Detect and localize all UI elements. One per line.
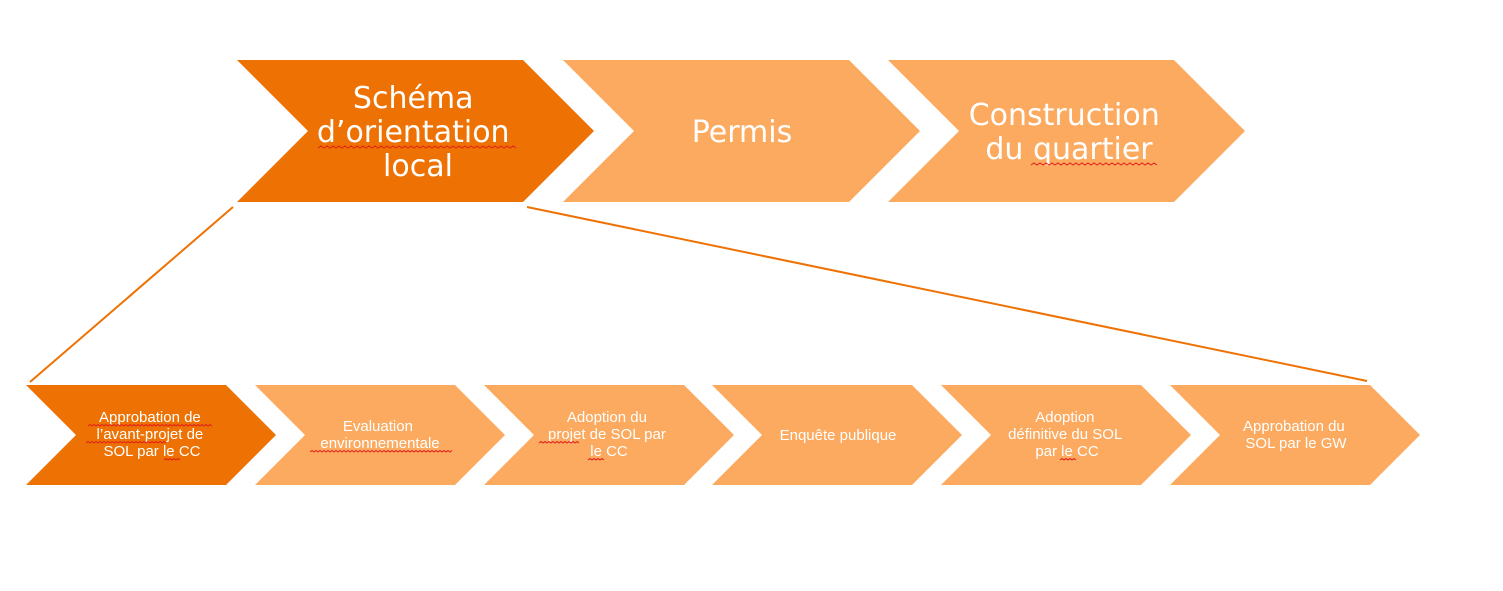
spellcheck-underline: [317, 145, 517, 149]
sub-step-arrow: [941, 385, 1191, 485]
sub-step-label: Evaluation environnementale: [320, 418, 439, 452]
sub-step-approbation-gw: Approbation du SOL par le GW: [1170, 385, 1420, 485]
main-step-label: Construction du quartier: [969, 98, 1170, 167]
spellcheck-underline: [85, 440, 167, 444]
main-step-construction-quartier: Construction du quartier: [888, 60, 1245, 202]
main-step-label: Permis: [692, 115, 792, 150]
sub-step-enquete-publique: Enquête publique: [712, 385, 962, 485]
main-step-schema-orientation-local: Schéma d’orientation local: [237, 60, 594, 202]
spellcheck-underline: [309, 449, 453, 453]
sub-step-evaluation-environnementale: Evaluation environnementale: [255, 385, 505, 485]
sub-step-arrow: [255, 385, 505, 485]
main-step-label: Schéma d’orientation local: [317, 81, 519, 184]
sub-step-adoption-definitive: Adoption définitive du SOL par le CC: [941, 385, 1191, 485]
spellcheck-underline: [587, 457, 605, 461]
sub-step-label: Adoption du projet de SOL par le CC: [548, 409, 670, 460]
sub-step-label: Approbation du SOL par le GW: [1243, 418, 1349, 452]
main-step-arrow: [563, 60, 920, 202]
connector-line-right: [526, 206, 1368, 382]
main-step-arrow: [888, 60, 1245, 202]
main-step-permis: Permis: [563, 60, 920, 202]
sub-step-arrow: [26, 385, 276, 485]
sub-step-label: Adoption définitive du SOL par le CC: [1008, 409, 1126, 460]
main-step-arrow: [237, 60, 594, 202]
sub-step-adoption-projet: Adoption du projet de SOL par le CC: [484, 385, 734, 485]
sub-step-approbation-avant-projet: Approbation de l’avant-projet de SOL par…: [26, 385, 276, 485]
spellcheck-underline: [1030, 162, 1158, 166]
spellcheck-underline: [1059, 457, 1077, 461]
spellcheck-underline: [87, 423, 213, 427]
spellcheck-underline: [163, 457, 181, 461]
sub-step-arrow: [484, 385, 734, 485]
sub-step-label: Enquête publique: [780, 427, 897, 444]
sub-step-arrow: [712, 385, 962, 485]
sub-step-arrow: [1170, 385, 1420, 485]
sub-step-label: Approbation de l’avant-projet de SOL par…: [97, 409, 208, 460]
spellcheck-underlines: [85, 145, 1158, 461]
connector-line-left: [29, 206, 234, 383]
spellcheck-underline: [538, 440, 580, 444]
